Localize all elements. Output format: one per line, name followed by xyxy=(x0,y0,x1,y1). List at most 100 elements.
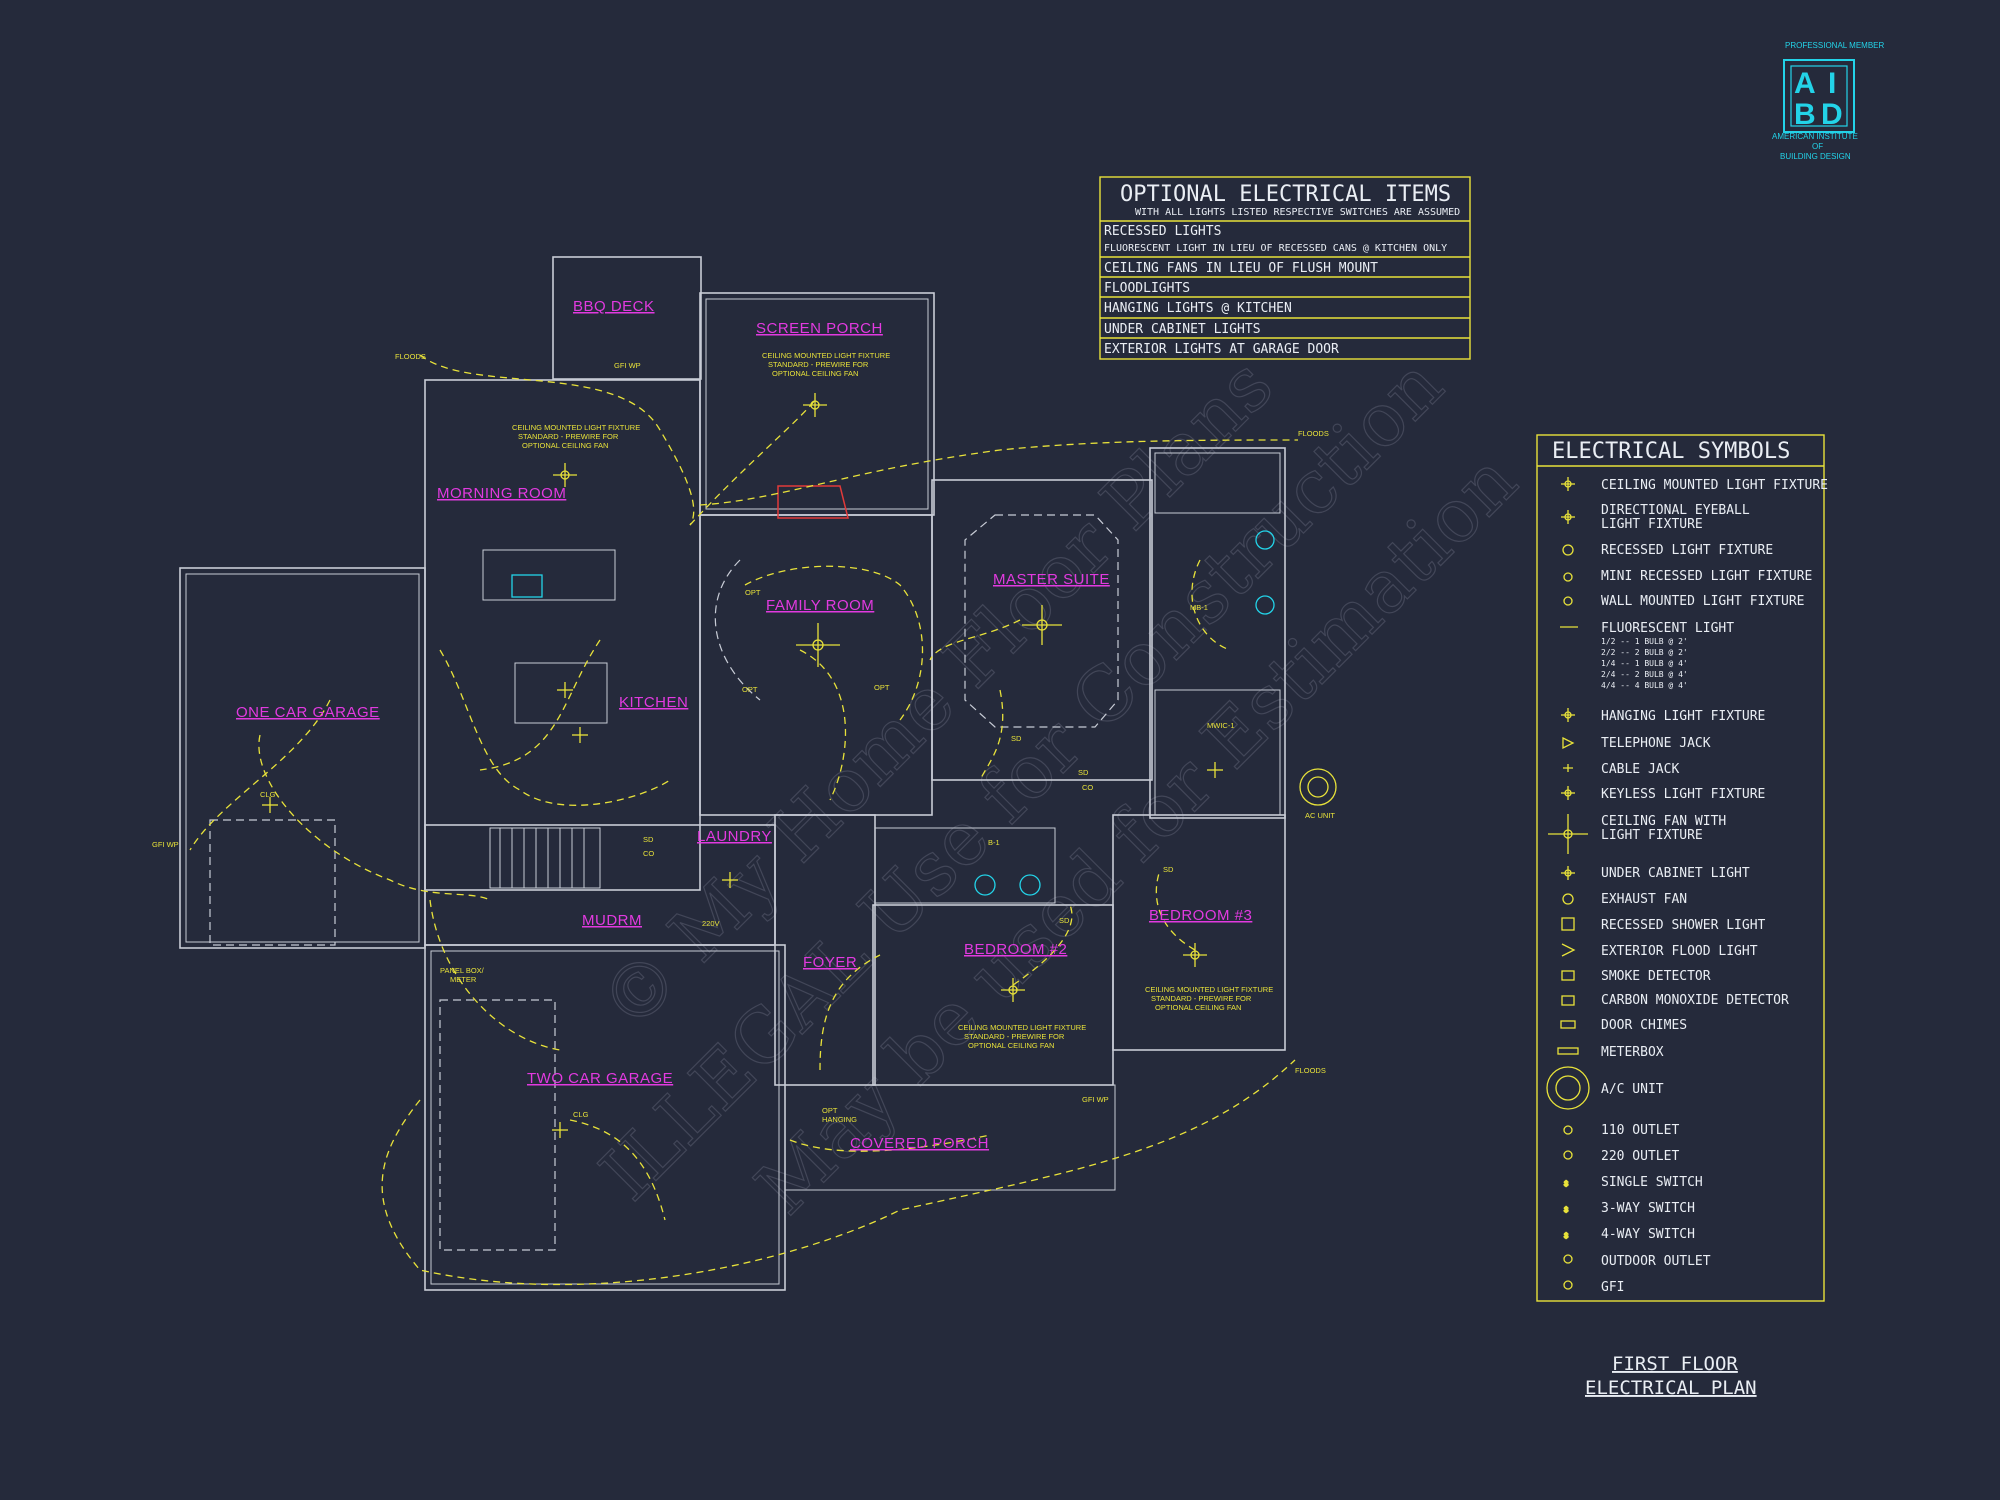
note-opt-hanging-2: HANGING xyxy=(822,1115,857,1124)
legend-outdoor-outlet: OUTDOOR OUTLET xyxy=(1601,1254,1711,1269)
note-opt-hanging-1: OPT xyxy=(822,1106,838,1115)
svg-text:$: $ xyxy=(1564,1179,1569,1188)
wall-bedroom-3 xyxy=(1112,814,1286,1051)
note-gfi-wp-3: GFI WP xyxy=(1082,1095,1109,1104)
note-mwic1: MWIC-1 xyxy=(1207,721,1235,730)
wiring-runs xyxy=(189,354,1299,1286)
legend-co-detector: CARBON MONOXIDE DETECTOR xyxy=(1601,993,1789,1008)
room-label-bbq-deck: BBQ DECK xyxy=(573,298,655,315)
note-clg-1: CLG xyxy=(260,790,276,799)
logo-bottom-text-3: BUILDING DESIGN xyxy=(1780,152,1851,161)
room-label-two-car-garage: TWO CAR GARAGE xyxy=(527,1070,673,1087)
legend-fluorescent-note-3: 1/4 -- 1 BULB @ 4' xyxy=(1601,659,1688,668)
stairs xyxy=(489,827,601,889)
room-label-mudrm: MUDRM xyxy=(582,912,642,929)
legend-fluorescent-note-2: 2/2 -- 2 BULB @ 2' xyxy=(1601,648,1688,657)
optional-item-recessed: RECESSED LIGHTS xyxy=(1104,224,1221,239)
legend-recessed: RECESSED LIGHT FIXTURE xyxy=(1601,543,1773,558)
legend-3-way-switch: 3-WAY SWITCH xyxy=(1601,1201,1695,1216)
legend-ac-unit: A/C UNIT xyxy=(1601,1082,1664,1097)
note-morning-fixture-2: STANDARD - PREWIRE FOR xyxy=(518,432,619,441)
kitchen-counter xyxy=(482,549,616,601)
wall-master-bath xyxy=(1149,447,1286,819)
legend-fluorescent-note-1: 1/2 -- 1 BULB @ 2' xyxy=(1601,637,1688,646)
note-bed2-fixture-1: CEILING MOUNTED LIGHT FIXTURE xyxy=(958,1023,1086,1032)
fireplace xyxy=(777,485,849,519)
family-room-arc xyxy=(714,559,761,701)
note-co-1: CO xyxy=(1082,783,1093,792)
room-label-bedroom-2: BEDROOM #2 xyxy=(964,941,1067,958)
aibd-logo: PROFESSIONAL MEMBER A I B D AMERICAN INS… xyxy=(1772,41,1885,161)
legend-symbols: $ $ $ xyxy=(1546,477,1590,1290)
legend-directional-eyeball: DIRECTIONAL EYEBALL xyxy=(1601,503,1750,518)
logo-letter-i: I xyxy=(1828,67,1836,100)
light-fixtures xyxy=(262,393,1337,1138)
logo-letter-b: B xyxy=(1794,98,1816,131)
floor-plan-walls xyxy=(179,256,1286,1291)
legend-220-outlet: 220 OUTLET xyxy=(1601,1149,1679,1164)
optional-item-floodlights: FLOODLIGHTS xyxy=(1104,281,1190,296)
ac-unit-symbol xyxy=(1299,768,1337,806)
legend-fluorescent-note-5: 4/4 -- 4 BULB @ 4' xyxy=(1601,681,1688,690)
note-bed2-fixture-3: OPTIONAL CEILING FAN xyxy=(968,1041,1054,1050)
legend-110-outlet: 110 OUTLET xyxy=(1601,1123,1679,1138)
legend-single-switch: SINGLE SWITCH xyxy=(1601,1175,1703,1190)
note-co-2: CO xyxy=(643,849,654,858)
note-bed3-fixture-2: STANDARD - PREWIRE FOR xyxy=(1151,994,1252,1003)
legend-telephone-jack: TELEPHONE JACK xyxy=(1601,736,1711,751)
legend-gfi: GFI xyxy=(1601,1280,1624,1295)
plan-title-line-2: ELECTRICAL PLAN xyxy=(1585,1377,1757,1399)
logo-bottom-text-1: AMERICAN INSTITUTE xyxy=(1772,132,1858,141)
master-tray-ceiling xyxy=(964,514,1119,728)
note-sd-1: SD xyxy=(1011,734,1022,743)
wall-screen-porch-inner xyxy=(705,298,929,510)
legend-keyless: KEYLESS LIGHT FIXTURE xyxy=(1601,787,1765,802)
room-label-screen-porch: SCREEN PORCH xyxy=(756,320,883,337)
room-label-master-suite: MASTER SUITE xyxy=(993,571,1110,588)
note-mb1: MB-1 xyxy=(1190,603,1208,612)
room-label-foyer: FOYER xyxy=(803,954,857,971)
legend-fluorescent-note-4: 2/4 -- 2 BULB @ 4' xyxy=(1601,670,1688,679)
note-bed3-fixture-1: CEILING MOUNTED LIGHT FIXTURE xyxy=(1145,985,1273,994)
note-ac-unit: AC UNIT xyxy=(1305,811,1335,820)
note-220v: 220V xyxy=(702,919,720,928)
note-porch-fixture-2: STANDARD - PREWIRE FOR xyxy=(768,360,869,369)
legend-exterior-flood: EXTERIOR FLOOD LIGHT xyxy=(1601,944,1758,959)
note-morning-fixture-1: CEILING MOUNTED LIGHT FIXTURE xyxy=(512,423,640,432)
legend-ceiling-mounted: CEILING MOUNTED LIGHT FIXTURE xyxy=(1601,478,1828,493)
note-porch-fixture-3: OPTIONAL CEILING FAN xyxy=(772,369,858,378)
wall-two-car-garage-inner xyxy=(430,950,780,1285)
note-bed2-fixture-2: STANDARD - PREWIRE FOR xyxy=(964,1032,1065,1041)
plan-title: FIRST FLOOR ELECTRICAL PLAN xyxy=(1585,1353,1757,1399)
legend-mini-recessed: MINI RECESSED LIGHT FIXTURE xyxy=(1601,569,1812,584)
room-label-one-car-garage: ONE CAR GARAGE xyxy=(236,704,380,721)
optional-items-title: OPTIONAL ELECTRICAL ITEMS xyxy=(1120,182,1451,207)
optional-electrical-items-table: OPTIONAL ELECTRICAL ITEMS WITH ALL LIGHT… xyxy=(1099,176,1471,360)
legend-cable-jack: CABLE JACK xyxy=(1601,762,1679,777)
note-sd-5: SD xyxy=(1059,916,1070,925)
wall-covered-porch xyxy=(784,1084,1116,1191)
legend-door-chimes: DOOR CHIMES xyxy=(1601,1018,1687,1033)
svg-text:$: $ xyxy=(1564,1231,1569,1240)
wall-master-suite xyxy=(931,479,1153,781)
logo-bottom-text-2: OF xyxy=(1812,142,1823,151)
wall-morning-kitchen xyxy=(424,379,701,891)
wall-one-car-garage-inner xyxy=(185,573,420,943)
note-floods-3: FLOODS xyxy=(1295,1066,1326,1075)
room-label-kitchen: KITCHEN xyxy=(619,694,688,711)
room-label-covered-porch: COVERED PORCH xyxy=(850,1135,989,1152)
legend-meterbox: METERBOX xyxy=(1601,1045,1664,1060)
room-label-family-room: FAMILY ROOM xyxy=(766,597,874,614)
legend-directional-eyeball-2: LIGHT FIXTURE xyxy=(1601,517,1703,532)
note-floods-1: FLOODS xyxy=(395,352,426,361)
legend-wall-mounted: WALL MOUNTED LIGHT FIXTURE xyxy=(1601,594,1805,609)
optional-item-under-cabinet: UNDER CABINET LIGHTS xyxy=(1104,322,1261,337)
logo-top-text: PROFESSIONAL MEMBER xyxy=(1785,41,1885,50)
wall-one-car-garage xyxy=(179,567,426,949)
legend-title: ELECTRICAL SYMBOLS xyxy=(1552,439,1790,464)
plan-title-line-1: FIRST FLOOR xyxy=(1612,1353,1738,1375)
optional-item-fluorescent: FLUORESCENT LIGHT IN LIEU OF RECESSED CA… xyxy=(1104,243,1447,254)
legend-smoke-detector: SMOKE DETECTOR xyxy=(1601,969,1711,984)
legend-recessed-shower: RECESSED SHOWER LIGHT xyxy=(1601,918,1766,933)
